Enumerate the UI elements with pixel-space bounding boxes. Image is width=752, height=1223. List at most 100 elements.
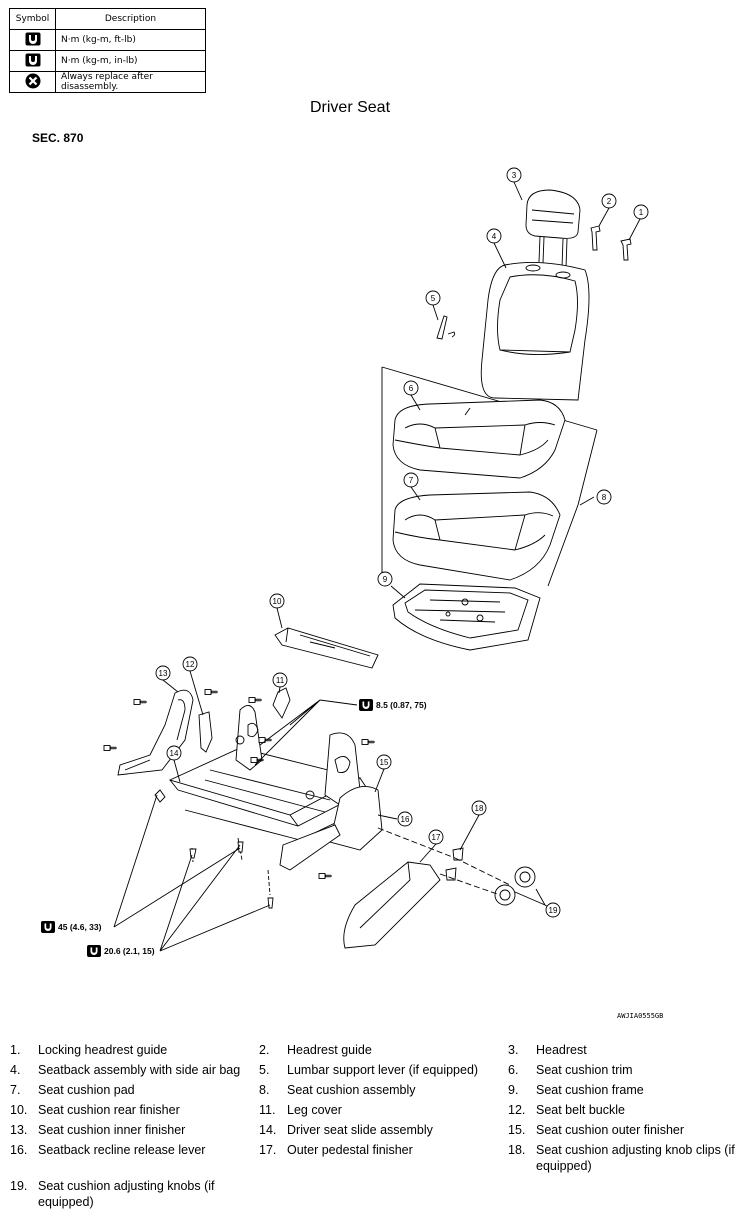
- list-item: 6.Seat cushion trim: [508, 1062, 748, 1078]
- part-name: Seat cushion inner finisher: [38, 1123, 186, 1137]
- list-item: 8.Seat cushion assembly: [259, 1082, 508, 1098]
- list-item: 1. Locking headrest guide: [10, 1042, 259, 1058]
- callout-5: 5: [425, 290, 441, 306]
- part-number: 4.: [10, 1063, 21, 1077]
- page-title: Driver Seat: [309, 99, 391, 116]
- legend-symbol-cell: [9, 29, 56, 51]
- callout-4: 4: [486, 228, 502, 244]
- part-number: 14.: [259, 1123, 277, 1137]
- headrest-guide: [590, 225, 632, 261]
- callout-9: 9: [377, 571, 393, 587]
- callout-number: 8: [602, 493, 607, 502]
- seatback: [480, 261, 590, 401]
- callout-1: 1: [633, 204, 649, 220]
- list-item: 19.Seat cushion adjusting knobs (if equi…: [10, 1178, 259, 1210]
- part-name: Driver seat slide assembly: [287, 1123, 433, 1137]
- callout-7: 7: [403, 472, 419, 488]
- image-code: AWJIA0555GB: [617, 1012, 664, 1020]
- part-name: Lumbar support lever (if equipped): [287, 1063, 479, 1077]
- callout-number: 4: [492, 232, 497, 241]
- headrest: [525, 189, 581, 269]
- callout-3: 3: [506, 167, 522, 183]
- replace-icon: [25, 73, 40, 88]
- part-number: 18.: [508, 1143, 526, 1157]
- part-name: Locking headrest guide: [38, 1043, 168, 1057]
- callout-number: 7: [409, 476, 414, 485]
- cushion-assembly-bracket: [381, 366, 598, 587]
- parts-list: 1. Locking headrest guide 2.Headrest guid…: [10, 1042, 750, 1214]
- callout-number: 18: [475, 804, 484, 813]
- seat-cushion-trim: [392, 399, 566, 479]
- part-name: Headrest: [536, 1043, 587, 1057]
- part-name: Seat cushion frame: [536, 1083, 644, 1097]
- list-item: 3. Headrest: [508, 1042, 748, 1058]
- leg-cover: [272, 687, 291, 719]
- list-item: 4.Seatback assembly with side air bag: [10, 1062, 259, 1078]
- callout-number: 17: [432, 833, 441, 842]
- callout-11: 11: [272, 672, 288, 688]
- part-name: Seat cushion adjusting knob clips (if eq…: [536, 1143, 735, 1173]
- symbol-legend-table: Symbol Description N·m (kg-m, ft-lb) N·m…: [9, 8, 206, 93]
- list-item: 12.Seat belt buckle: [508, 1102, 748, 1118]
- callout-number: 16: [401, 815, 410, 824]
- callout-15: 15: [376, 754, 392, 770]
- list-item: 5.Lumbar support lever (if equipped): [259, 1062, 508, 1078]
- part-number: 10.: [10, 1103, 28, 1117]
- callout-number: 19: [549, 906, 558, 915]
- part-number: 11.: [259, 1103, 276, 1117]
- parts-row: 13.Seat cushion inner finisher 14.Driver…: [10, 1122, 750, 1138]
- list-item: 16.Seatback recline release lever: [10, 1142, 259, 1158]
- parts-row: 7. Seat cushion pad 8.Seat cushion assemb…: [10, 1082, 750, 1098]
- parts-row: 16.Seatback recline release lever 17.Out…: [10, 1142, 750, 1174]
- parts-row: 1. Locking headrest guide 2.Headrest guid…: [10, 1042, 750, 1058]
- exploded-view-diagram: [103, 181, 641, 952]
- part-number: 19.: [10, 1179, 28, 1193]
- callout-number: 12: [186, 660, 195, 669]
- part-number: 12.: [508, 1103, 526, 1117]
- list-item: 17.Outer pedestal finisher: [259, 1142, 508, 1158]
- torque-value: 20.6 (2.1, 15): [104, 946, 155, 956]
- list-item: 14. Driver seat slide assembly: [259, 1122, 508, 1138]
- torque-value: 45 (4.6, 33): [58, 922, 102, 932]
- callout-number: 10: [273, 597, 282, 606]
- section-label: SEC. 870: [32, 131, 84, 145]
- part-number: 16.: [10, 1143, 28, 1157]
- part-number: 17.: [259, 1143, 277, 1157]
- part-number: 2.: [259, 1043, 270, 1057]
- part-number: 15.: [508, 1123, 526, 1137]
- seat-cushion-pad: [392, 491, 561, 581]
- seat-belt-buckle: [198, 711, 213, 753]
- recline-release-lever: [279, 824, 341, 871]
- list-item: 7. Seat cushion pad: [10, 1082, 259, 1098]
- torque-ftlb-icon: [87, 945, 101, 957]
- torque-ftlb-icon: [25, 32, 40, 45]
- part-name: Seat cushion trim: [536, 1063, 633, 1077]
- list-item: 9.Seat cushion frame: [508, 1082, 748, 1098]
- list-item: 11.Leg cover: [259, 1102, 508, 1118]
- callout-19: 19: [545, 902, 561, 918]
- list-item: 2.Headrest guide: [259, 1042, 508, 1058]
- callout-number: 9: [383, 575, 388, 584]
- torque-label: 8.5 (0.87, 75): [359, 699, 427, 711]
- callout-number: 1: [639, 208, 644, 217]
- callout-number: 6: [409, 384, 414, 393]
- callout-number: 5: [431, 294, 436, 303]
- part-name: Seat cushion pad: [38, 1083, 135, 1097]
- list-item: 15.Seat cushion outer finisher: [508, 1122, 748, 1138]
- driver-seat-slide-assembly: [168, 705, 373, 841]
- torque-value: 8.5 (0.87, 75): [376, 700, 427, 710]
- seat-cushion-outer-finisher: [329, 785, 383, 851]
- outer-pedestal-finisher: [343, 861, 441, 949]
- part-number: 7.: [10, 1083, 21, 1097]
- part-name: Seat cushion rear finisher: [38, 1103, 180, 1117]
- part-number: 3.: [508, 1043, 519, 1057]
- callout-number: 15: [380, 758, 389, 767]
- part-number: 1.: [10, 1043, 21, 1057]
- list-item: 10. Seat cushion rear finisher: [10, 1102, 259, 1118]
- callout-17: 17: [428, 829, 444, 845]
- parts-row: 4.Seatback assembly with side air bag 5.…: [10, 1062, 750, 1078]
- part-number: 8.: [259, 1083, 270, 1097]
- parts-row: 19.Seat cushion adjusting knobs (if equi…: [10, 1178, 750, 1210]
- callout-18: 18: [471, 800, 487, 816]
